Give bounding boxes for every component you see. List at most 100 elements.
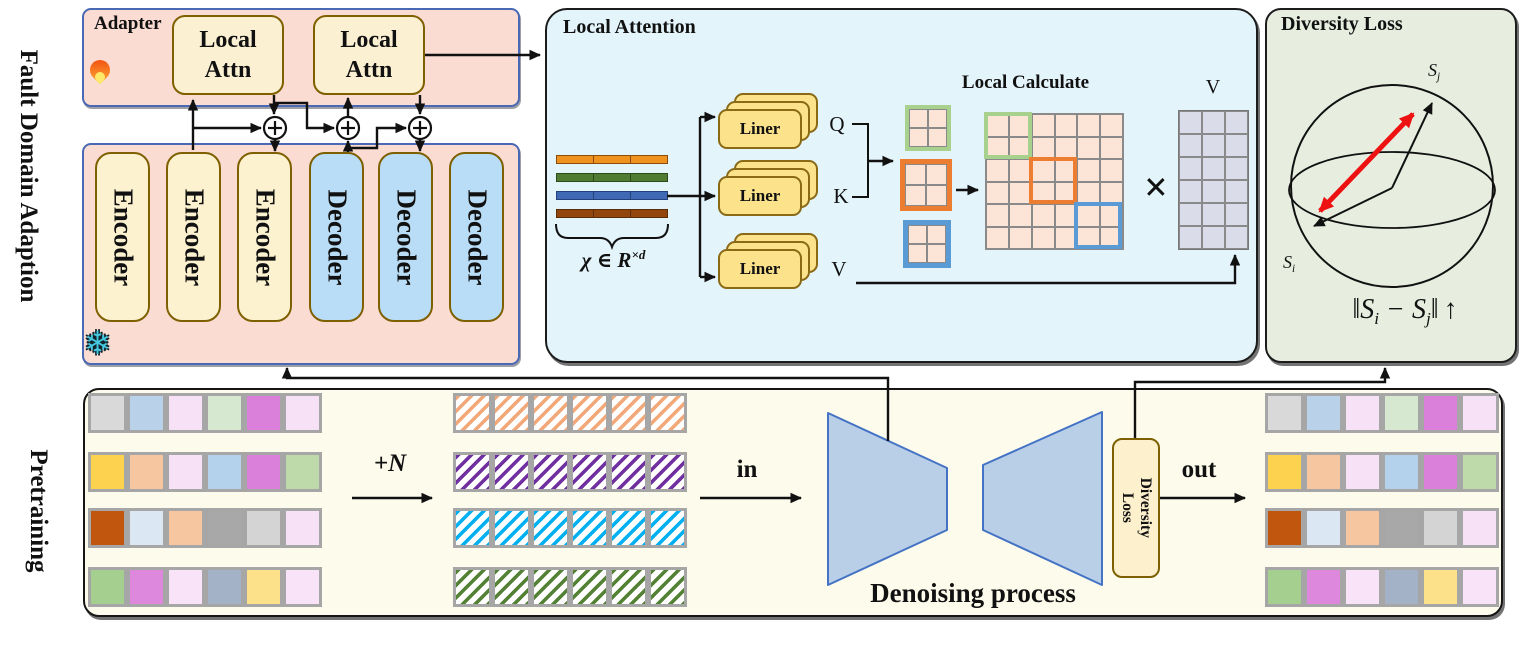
grid-cell (1179, 134, 1202, 157)
decoder-block-2: Decoder (378, 152, 433, 322)
noised-signal-row (453, 393, 687, 433)
grid-cell (1077, 159, 1101, 182)
grid-cell (1054, 114, 1078, 137)
fire-icon (85, 55, 115, 88)
signal-cell (1304, 508, 1343, 548)
token-bar (556, 209, 669, 218)
signal-cell (1343, 452, 1382, 492)
signal-cell (1265, 567, 1304, 607)
token-bar-segment (629, 173, 669, 182)
token-bar-segment (629, 155, 669, 164)
green-window-outline (984, 112, 1032, 159)
encoder-block-3: Encoder (237, 152, 292, 322)
local-attention-title: Local Attention (563, 16, 696, 38)
side-label-pretraining: Pretraining (25, 449, 52, 573)
noise-cell (531, 393, 570, 433)
local-attn-label: Attn (204, 57, 252, 83)
noise-cell (570, 508, 609, 548)
token-bar (556, 155, 669, 164)
sum-nodes (262, 115, 433, 141)
signal-cell (88, 508, 127, 548)
signal-cell (1421, 452, 1460, 492)
token-bar-segment (592, 209, 632, 218)
noise-cell (609, 393, 648, 433)
token-bar-segment (592, 173, 632, 182)
noise-cell (609, 452, 648, 492)
signal-cell (1460, 393, 1499, 433)
si-base: S (1283, 252, 1292, 272)
grid-cell (986, 226, 1009, 249)
grid-cell (1008, 226, 1032, 249)
encoder-block-1: Encoder (95, 152, 150, 322)
local-attn-block-2: Local Attn (313, 15, 425, 95)
grid-cell (905, 185, 926, 206)
local-calculate-title: Local Calculate (961, 72, 1090, 93)
grid-cell (927, 244, 946, 263)
noise-cell (609, 567, 648, 607)
signal-cell (166, 452, 205, 492)
input-token-bars (556, 155, 669, 227)
q-label: Q (829, 112, 845, 136)
sj-base: S (1428, 60, 1437, 80)
noise-cell (570, 567, 609, 607)
encoder-label: Encoder (179, 188, 209, 286)
signal-cell (244, 393, 283, 433)
noise-cell (531, 508, 570, 548)
signal-cell (166, 393, 205, 433)
noised-signal-row (453, 452, 687, 492)
grid-cell (1225, 180, 1248, 203)
noise-cell (531, 567, 570, 607)
grid-cell (1202, 111, 1225, 134)
local-attn-label: Local (199, 27, 257, 53)
grid-cell (926, 164, 947, 185)
grid-cell (1100, 159, 1123, 182)
add-noise-label: +N (373, 450, 407, 477)
grid-cell (1225, 134, 1248, 157)
side-label-fault-domain-adaption: Fault Domain Adaption (15, 49, 42, 303)
input-signal-row (88, 393, 322, 433)
signal-cell (1421, 508, 1460, 548)
signal-cell (1460, 508, 1499, 548)
signal-cell (283, 393, 322, 433)
grid-cell (1179, 180, 1202, 203)
token-bar-segment (556, 155, 595, 164)
signal-cell (88, 452, 127, 492)
signal-cell (1382, 567, 1421, 607)
v-label: V (831, 257, 847, 281)
decoder-block-3: Decoder (449, 152, 504, 322)
signal-cell (127, 508, 166, 548)
liner-stack-v: Liner (718, 233, 818, 291)
encoder-block-2: Encoder (166, 152, 221, 322)
formula-s1: S (1360, 294, 1375, 325)
grid-cell (986, 181, 1009, 204)
noise-cell (648, 393, 687, 433)
noised-signal-row (453, 508, 687, 548)
noise-cell (570, 452, 609, 492)
signal-cell (1304, 393, 1343, 433)
grid-cell (1225, 157, 1248, 180)
grid-cell (1031, 226, 1055, 249)
local-attn-label: Attn (345, 57, 393, 83)
sj-label: Sj (1428, 60, 1440, 83)
signal-cell (88, 393, 127, 433)
liner-label: Liner (739, 119, 781, 138)
signal-cell (1304, 567, 1343, 607)
grid-cell (1077, 136, 1101, 159)
grid-cell (1031, 204, 1055, 227)
grid-cell (1202, 134, 1225, 157)
diversity-word: Diversity (1136, 477, 1154, 539)
orange-window-outline (1029, 157, 1077, 204)
noise-cell (453, 393, 492, 433)
grid-cell (1100, 181, 1123, 204)
grid-cell (1225, 226, 1248, 249)
v-local-grid (903, 220, 951, 268)
signal-cell (127, 567, 166, 607)
out-label: out (1181, 456, 1217, 483)
diversity-formula: ‖Si − Sj‖↑ (1320, 294, 1490, 329)
chi-symbol: χ (581, 248, 592, 272)
formula-sub2: j (1425, 309, 1431, 329)
decoder-label: Decoder (462, 189, 493, 285)
signal-cell (88, 567, 127, 607)
grid-cell (928, 109, 947, 128)
